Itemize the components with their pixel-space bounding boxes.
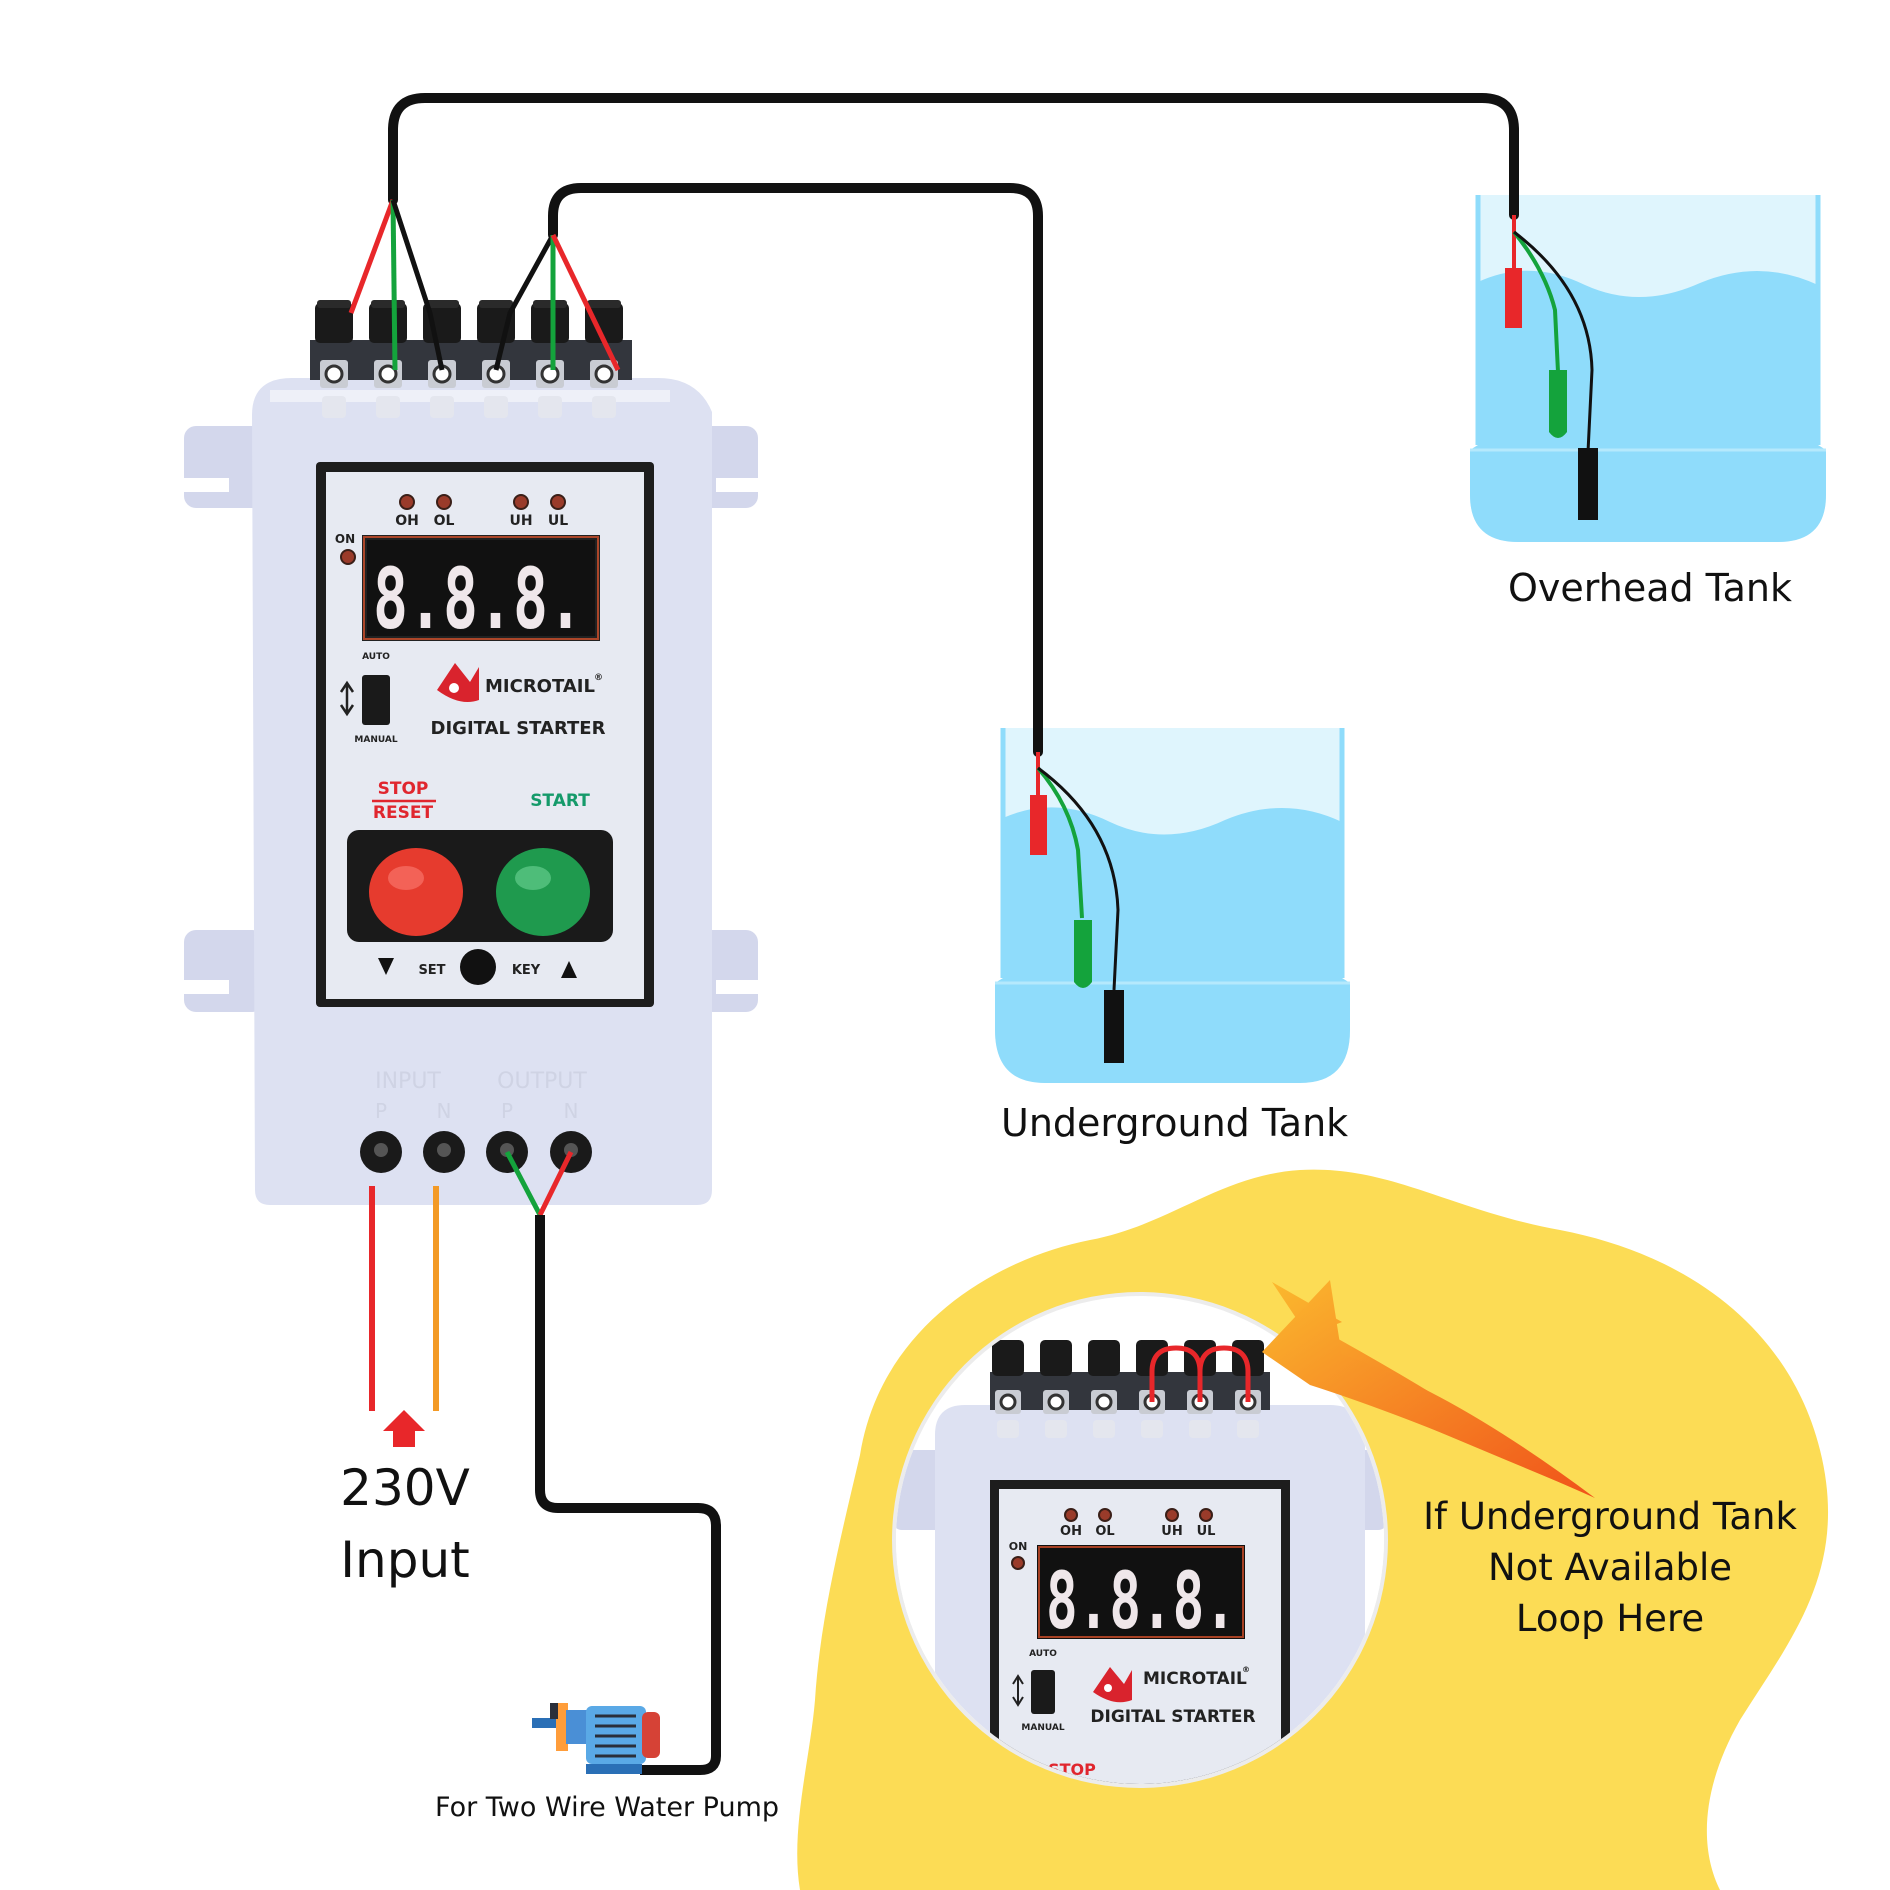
zoomed-device — [896, 1340, 1384, 1784]
registered-mark: ® — [594, 673, 603, 683]
stop-reset-button[interactable] — [369, 848, 463, 936]
input-voltage-label: 230V Input — [320, 1452, 490, 1596]
key-label: KEY — [512, 963, 541, 978]
zoom-product-name: DIGITAL STARTER — [1090, 1707, 1255, 1727]
input-voltage-line1: 230V — [340, 1459, 470, 1517]
zoom-indicator-uh: UH — [1161, 1524, 1182, 1539]
set-label: SET — [418, 963, 445, 978]
loop-note: If Underground Tank Not Available Loop H… — [1410, 1491, 1810, 1644]
zoom-indicator-oh: OH — [1060, 1524, 1082, 1539]
indicator-ul: UL — [548, 513, 568, 529]
stop-label: STOP — [378, 779, 429, 799]
input-voltage-line2: Input — [340, 1531, 470, 1589]
on-label: ON — [335, 532, 355, 546]
input-arrow-icon — [383, 1410, 425, 1447]
zoom-indicator-ol: OL — [1095, 1524, 1114, 1539]
pump-label: For Two Wire Water Pump — [435, 1792, 780, 1823]
output-n-label: N — [564, 1099, 579, 1123]
reset-label: RESET — [373, 803, 434, 823]
seven-segment-display: 8.8.8. — [373, 550, 583, 648]
zoom-brand-name: MICROTAIL — [1143, 1669, 1247, 1689]
zoom-on-label: ON — [1009, 1540, 1028, 1553]
underground-tank-cable — [548, 183, 1043, 757]
zoom-indicator-ul: UL — [1197, 1524, 1216, 1539]
loop-note-line1: If Underground Tank — [1423, 1495, 1797, 1538]
underground-tank-label: Underground Tank — [1001, 1101, 1349, 1145]
zoom-seven-segment-display: 8.8.8. — [1046, 1557, 1236, 1647]
input-terminal-label: INPUT — [375, 1069, 441, 1094]
indicator-uh: UH — [509, 513, 532, 529]
start-button[interactable] — [496, 848, 590, 936]
probe-red-overhead — [1505, 268, 1522, 328]
zoom-mode-manual-label: MANUAL — [1021, 1723, 1064, 1733]
loop-note-line2: Not Available — [1487, 1546, 1733, 1589]
indicator-ol: OL — [434, 513, 455, 529]
down-arrow-icon — [378, 958, 394, 975]
brand-name: MICROTAIL — [485, 676, 595, 697]
output-terminal-label: OUTPUT — [497, 1069, 587, 1094]
up-arrow-icon — [561, 961, 577, 978]
zoom-registered-mark: ® — [1242, 1665, 1250, 1674]
input-n-label: N — [437, 1099, 452, 1123]
pump-cable — [535, 1215, 721, 1775]
start-label: START — [530, 791, 590, 811]
output-p-label: P — [501, 1099, 513, 1123]
mode-auto-label: AUTO — [362, 652, 390, 662]
product-name: DIGITAL STARTER — [431, 718, 606, 739]
underground-tank — [995, 728, 1350, 1083]
overhead-tank-label: Overhead Tank — [1508, 566, 1792, 610]
zoom-mode-auto-label: AUTO — [1029, 1649, 1057, 1659]
water-pump-icon — [532, 1703, 660, 1774]
indicator-oh: OH — [395, 513, 419, 529]
overhead-tank-cable — [388, 93, 1519, 220]
overhead-tank — [1470, 195, 1826, 542]
digital-starter-device — [184, 300, 758, 1205]
set-key-button[interactable] — [460, 949, 496, 985]
input-p-label: P — [375, 1099, 387, 1123]
loop-note-line3: Loop Here — [1515, 1597, 1705, 1640]
mode-manual-label: MANUAL — [354, 735, 397, 745]
